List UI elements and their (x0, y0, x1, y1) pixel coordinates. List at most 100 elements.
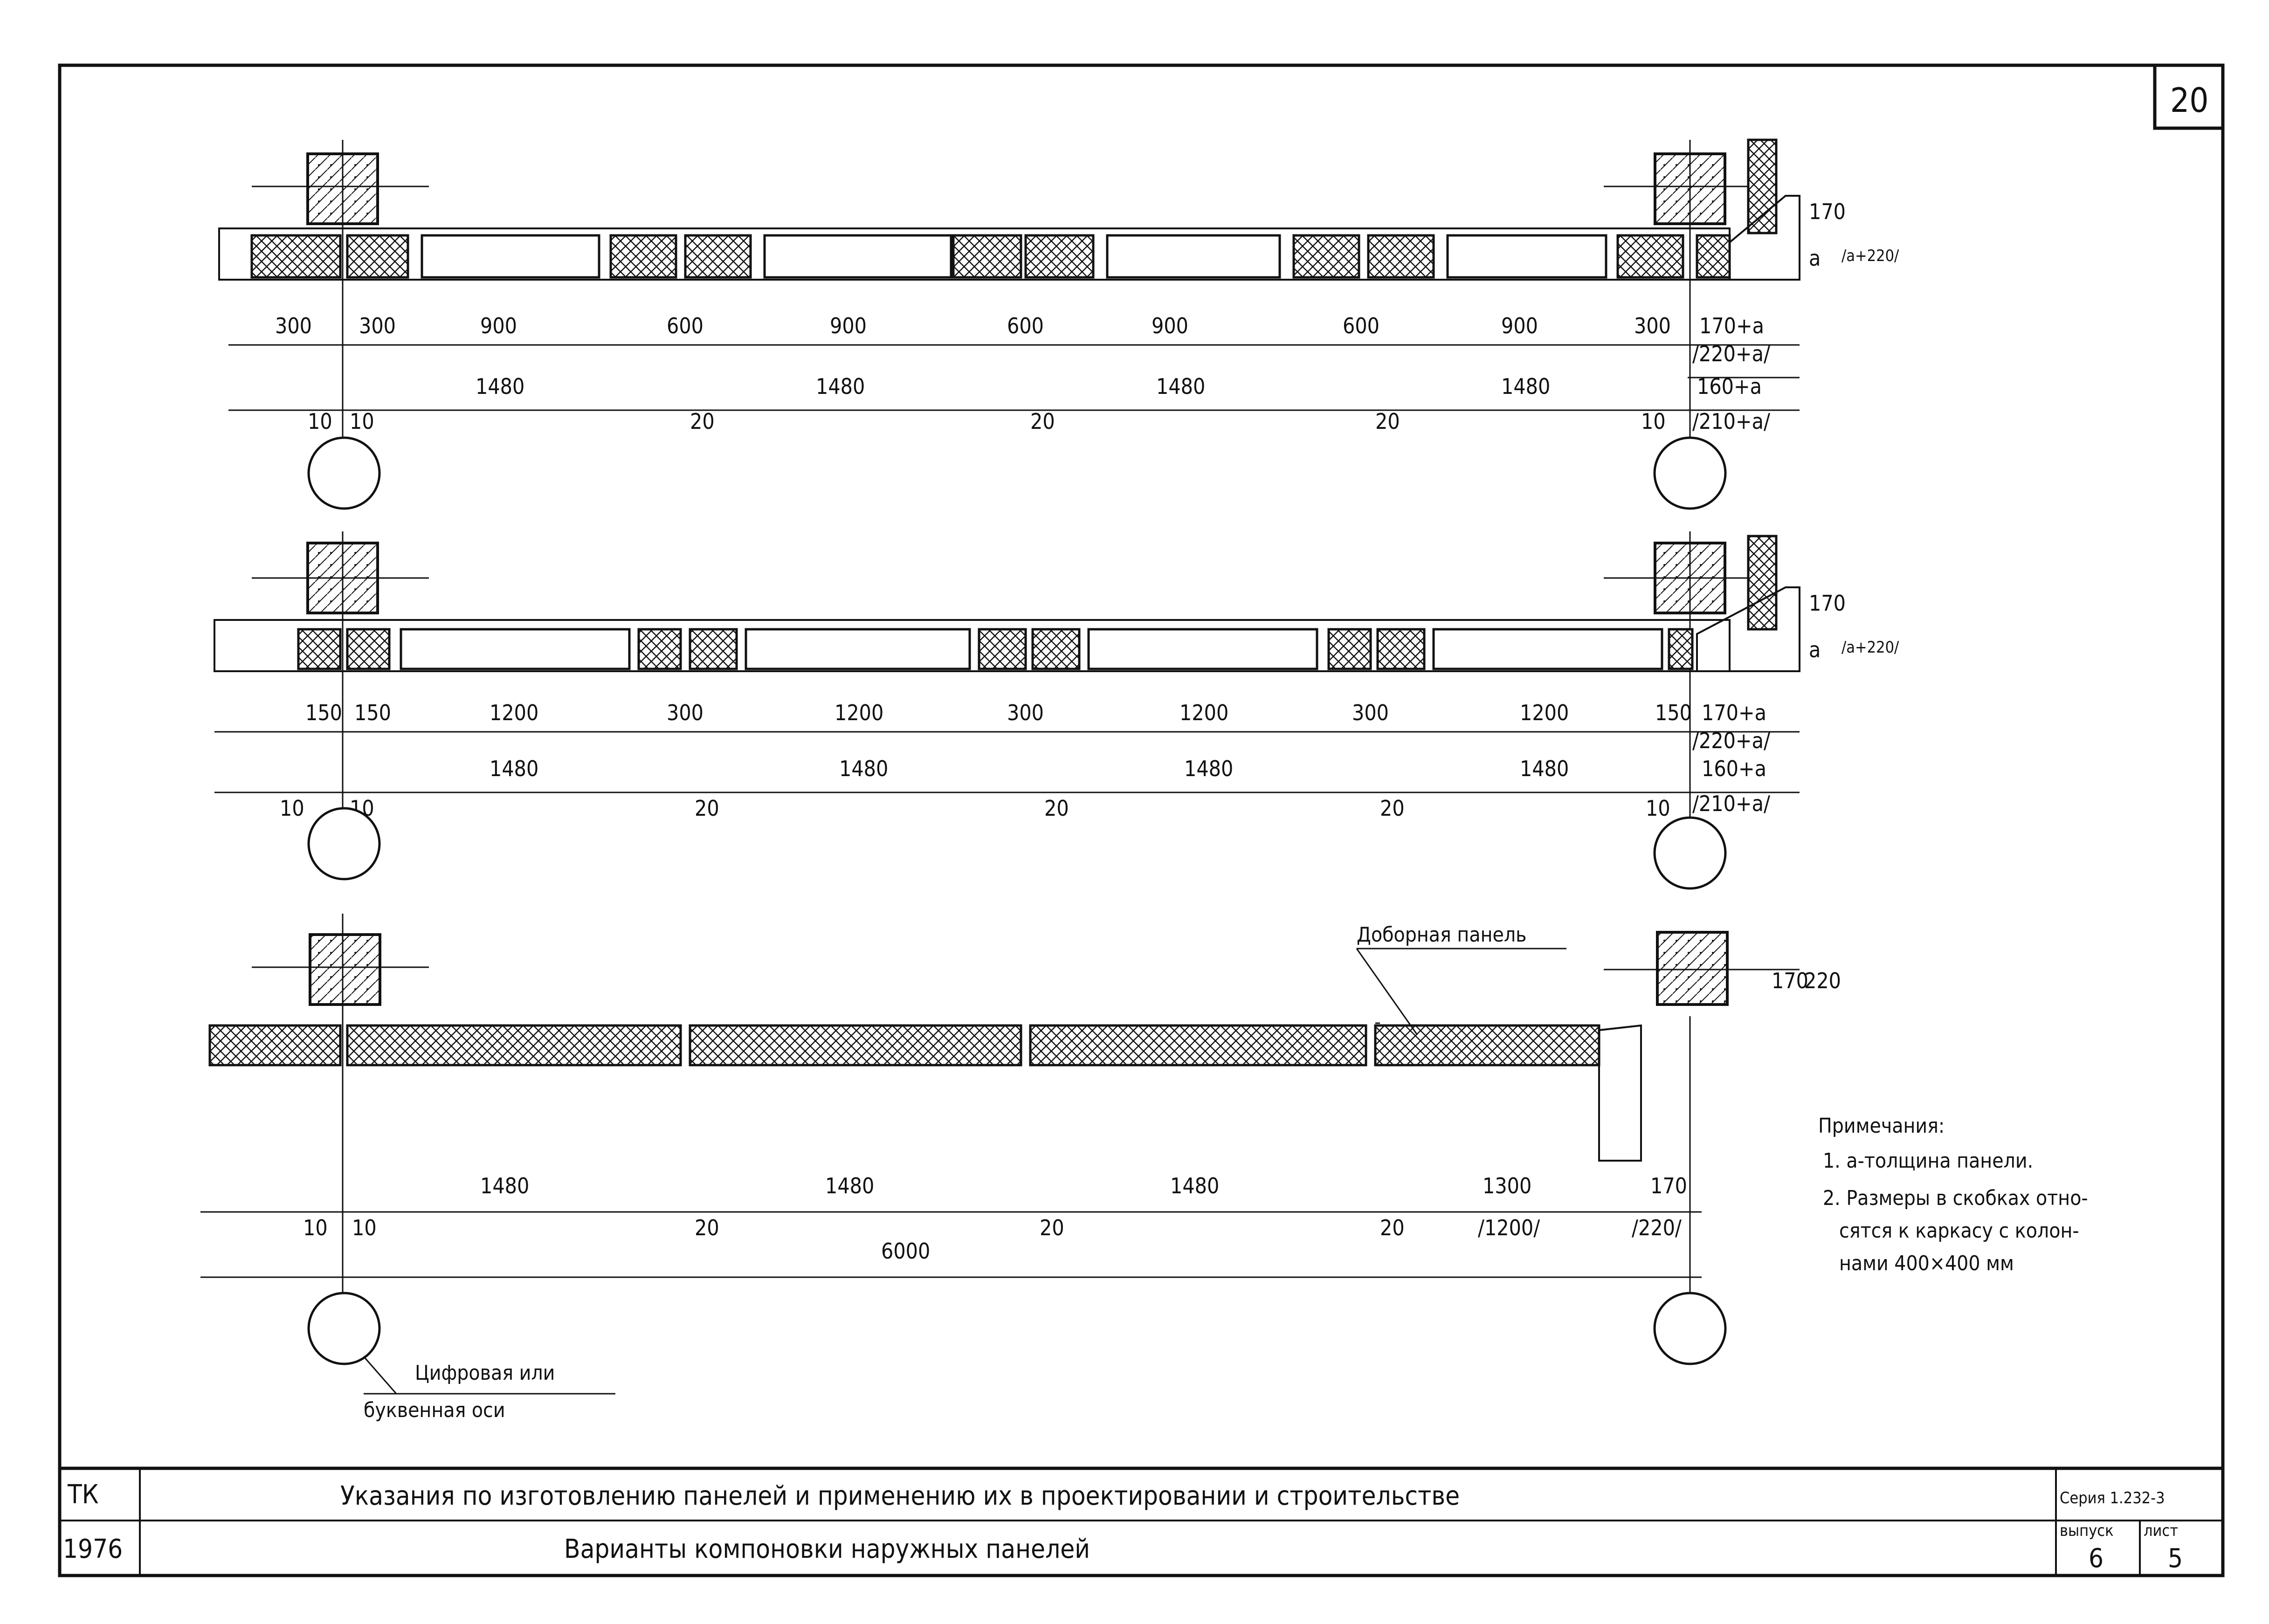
title-year: 1976 (63, 1534, 123, 1564)
dimension-label: 1480 (1170, 1173, 1219, 1198)
notes: Примечания: 1. a-толщина панели. 2. Разм… (1818, 1114, 2088, 1275)
dimension-label: 170+a (1702, 700, 1766, 725)
dimension-label: 20 (1380, 796, 1405, 821)
window-7 (1087, 628, 1318, 670)
dimension-label: 10 (1641, 409, 1666, 434)
sheet-number: 20 (2170, 81, 2208, 120)
dimension-label: 170 (1772, 968, 1808, 993)
window-5 (400, 628, 631, 670)
sheet-value: 5 (2168, 1543, 2183, 1574)
dimension-label: 1480 (1156, 374, 1205, 399)
dimension-label: a (1809, 637, 1821, 662)
axis-marker-right-3 (1653, 1292, 1727, 1365)
dimension-label: 170 (1809, 199, 1846, 224)
issue-label: выпуск (2060, 1521, 2114, 1540)
dimension-label: 20 (1044, 796, 1069, 821)
dimension-label: 20 (1040, 1215, 1064, 1240)
axis-label-line1: Цифровая или (415, 1361, 555, 1385)
dimension-label: 10 (308, 409, 332, 434)
dimension-label: /210+a/ (1692, 791, 1770, 816)
total-dimension: 6000 (881, 1239, 930, 1264)
dimension-label: /a+220/ (1841, 638, 1899, 657)
axis-label-line2: буквенная оси (364, 1398, 505, 1422)
dimension-label: /a+220/ (1841, 247, 1899, 265)
dimension-label: 1200 (1179, 700, 1228, 725)
dimension-label: 600 (667, 313, 703, 338)
wall-strip-2 (214, 619, 1731, 672)
dimension-label: 160+a (1697, 374, 1762, 399)
dimension-label: 1200 (1520, 700, 1569, 725)
window-8 (1432, 628, 1663, 670)
axis-marker-right-1 (1653, 436, 1727, 510)
note-2c: нами 400×400 мм (1839, 1252, 2014, 1275)
dimension-label: 170+a (1699, 313, 1764, 338)
dimension-label: 900 (1501, 313, 1538, 338)
dimension-label: 1480 (839, 756, 888, 781)
dimension-label: 10 (350, 409, 374, 434)
dimension-label: 900 (830, 313, 867, 338)
dimension-label: /210+a/ (1692, 409, 1770, 434)
wall-panel-1 (208, 1024, 342, 1067)
notes-heading: Примечания: (1818, 1114, 1945, 1138)
dimension-label: 1480 (476, 374, 524, 399)
window-2 (763, 234, 952, 279)
dimension-label: 20 (1375, 409, 1400, 434)
extra-panel-label: Доборная панель (1357, 923, 1526, 947)
axis-marker-left-1 (307, 436, 381, 510)
note-2a: 2. Размеры в скобках отно- (1823, 1186, 2088, 1210)
row-1-layout: 300 300 900 600 900 600 900 600 900 300 … (218, 138, 1899, 510)
sheet-label: лист (2144, 1521, 2178, 1540)
dimension-label: 1480 (825, 1173, 874, 1198)
outer-frame (58, 63, 2225, 1577)
subtitle: Варианты компоновки наружных панелей (564, 1534, 1090, 1564)
dimension-label: 220 (1804, 968, 1841, 993)
axis-marker-left-2 (307, 807, 381, 881)
axis-marker-right-2 (1653, 816, 1727, 890)
main-title: Указания по изготовлению панелей и приме… (340, 1481, 1460, 1511)
window-4 (1446, 234, 1607, 279)
dimension-label: 1480 (490, 756, 538, 781)
window-6 (745, 628, 971, 670)
dimension-label: 300 (359, 313, 396, 338)
row-2-layout: 150 150 1200 300 1200 300 1200 300 1200 … (214, 531, 1899, 890)
dimension-label: 170 (1650, 1173, 1687, 1198)
dimension-label: /220/ (1632, 1215, 1682, 1240)
dimension-label: 170 (1809, 591, 1846, 616)
dimension-label: 1200 (834, 700, 883, 725)
dimension-label: 10 (280, 796, 304, 821)
dimension-label: 150 (354, 700, 391, 725)
dimension-label: 20 (690, 409, 715, 434)
dimension-label: 20 (695, 796, 719, 821)
dimension-label: 1480 (816, 374, 865, 399)
extra-panel (1374, 1024, 1600, 1067)
wall-panel-3 (689, 1024, 1022, 1067)
dimension-label: 1200 (490, 700, 538, 725)
dimension-label: 20 (1030, 409, 1055, 434)
wall-panel-4 (1029, 1024, 1367, 1067)
dimension-label: 300 (1007, 700, 1044, 725)
series-label: Серия 1.232-3 (2060, 1489, 2165, 1507)
dimension-label: 10 (303, 1215, 328, 1240)
dimension-label: 300 (1634, 313, 1671, 338)
note-1: 1. a-толщина панели. (1823, 1149, 2033, 1173)
dimension-label: 10 (352, 1215, 377, 1240)
dimension-label: 1480 (1520, 756, 1569, 781)
window-1 (421, 234, 600, 279)
dimension-label: 150 (1655, 700, 1692, 725)
dimension-label: 20 (1380, 1215, 1405, 1240)
dimension-label: 600 (1007, 313, 1044, 338)
dimension-label: /1200/ (1478, 1215, 1540, 1240)
dimension-label: 300 (667, 700, 703, 725)
dimension-label: 20 (695, 1215, 719, 1240)
dimension-label: 900 (480, 313, 517, 338)
dimension-label: a (1809, 246, 1821, 271)
column-left-3 (309, 933, 381, 1006)
note-2b: сятся к каркасу с колон- (1839, 1219, 2079, 1243)
sheet-number-box (2153, 63, 2225, 130)
dimension-label: 900 (1152, 313, 1188, 338)
dimension-label: 1480 (1501, 374, 1550, 399)
window-3 (1106, 234, 1281, 279)
axis-marker-left-3 (307, 1292, 381, 1365)
dimension-label: 160+a (1702, 756, 1766, 781)
